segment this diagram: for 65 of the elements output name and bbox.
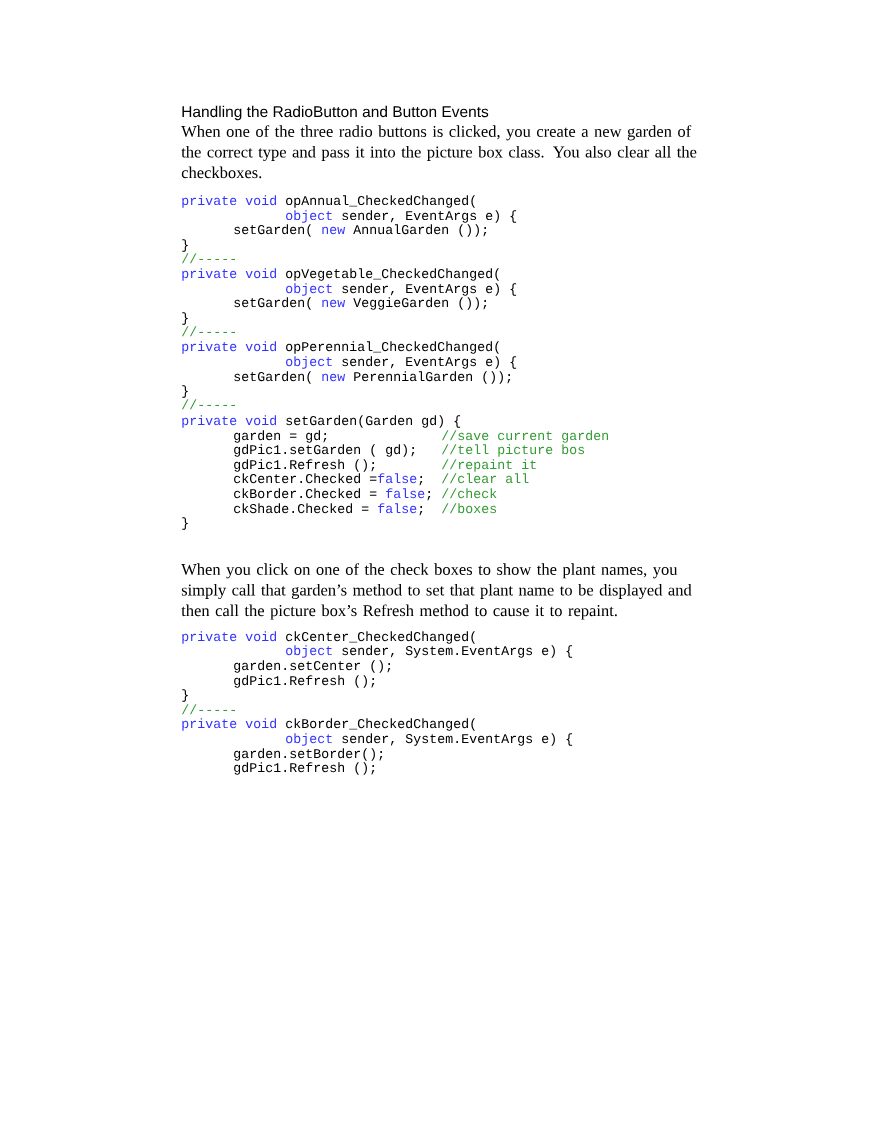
code-fragment: gdPic1.Refresh ();: [234, 762, 375, 775]
code-fragment: opVegetable_CheckedChanged(: [286, 268, 499, 281]
code-fragment: //repaint it: [441, 459, 536, 472]
code-fragment: //-----: [181, 253, 235, 264]
code-fragment: ;: [419, 505, 423, 516]
body-text: When one of the three radio buttons is clicked, you create a new garden of the correct type and pass it into the picture box class. You also clear all the checkboxes.: [181, 125, 697, 179]
code-fragment: //check: [441, 488, 497, 499]
code-fragment: //-----: [181, 704, 235, 715]
code-fragment: }: [182, 312, 188, 325]
code-fragment: ckShade.Checked =: [234, 503, 369, 514]
code-fragment: //-----: [181, 326, 235, 337]
code-fragment: sender, EventArgs e) {: [342, 210, 517, 223]
code-fragment: new: [322, 299, 346, 308]
code-fragment: garden.setBorder();: [234, 748, 383, 761]
code-fragment: ;: [427, 490, 431, 501]
code-fragment: ckCenter_CheckedChanged(: [286, 631, 475, 644]
code-fragment: private void: [182, 631, 276, 644]
code-fragment: object: [286, 283, 332, 296]
code-fragment: setGarden(: [234, 297, 311, 310]
code-fragment: //boxes: [441, 503, 497, 514]
code-fragment: new: [322, 373, 346, 382]
code-fragment: gdPic1.Refresh ();: [234, 675, 375, 688]
code-fragment: PerennialGarden ());: [354, 371, 511, 384]
code-fragment: private void: [182, 415, 276, 428]
code-fragment: object: [286, 356, 332, 369]
code-fragment: setGarden(: [234, 371, 311, 384]
code-fragment: object: [286, 733, 332, 746]
code-fragment: }: [182, 689, 188, 702]
code-fragment: private void: [182, 718, 276, 731]
code-fragment: }: [182, 517, 188, 530]
code-fragment: private void: [182, 341, 276, 354]
code-fragment: }: [182, 239, 188, 252]
code-fragment: opAnnual_CheckedChanged(: [286, 195, 475, 208]
code-fragment: }: [182, 385, 188, 398]
code-fragment: setGarden(: [234, 224, 311, 237]
section-heading: Handling the RadioButton and Button Events: [182, 105, 489, 121]
code-fragment: new: [322, 226, 346, 235]
code-fragment: ckBorder.Checked =: [234, 488, 377, 499]
code-fragment: private void: [182, 195, 276, 208]
code-fragment: false: [386, 488, 425, 499]
code-fragment: gdPic1.setGarden ( gd);: [234, 444, 415, 457]
code-fragment: ckBorder_CheckedChanged(: [286, 718, 475, 731]
code-fragment: false: [378, 473, 417, 484]
code-fragment: sender, EventArgs e) {: [342, 356, 517, 369]
code-fragment: opPerennial_CheckedChanged(: [286, 341, 499, 354]
code-fragment: gdPic1.Refresh ();: [234, 459, 375, 472]
code-fragment: object: [286, 645, 332, 658]
code-fragment: garden.setCenter ();: [234, 660, 391, 673]
code-fragment: //save current garden: [441, 430, 608, 443]
body-text: When you click on one of the check boxes to show the plant names, you simply call that garden’s method to set that plant name to be displayed and then call the picture box’s Refresh method to cause it to repaint.: [181, 563, 692, 620]
code-fragment: private void: [182, 268, 276, 281]
code-fragment: VeggieGarden ());: [353, 297, 487, 310]
code-fragment: setGarden(Garden gd) {: [286, 415, 461, 428]
code-fragment: ;: [419, 475, 423, 486]
code-fragment: //-----: [181, 399, 235, 410]
code-fragment: sender, System.EventArgs e) {: [342, 645, 573, 658]
code-fragment: AnnualGarden ());: [353, 224, 487, 237]
code-fragment: //clear all: [441, 473, 529, 484]
code-fragment: object: [286, 210, 332, 223]
code-fragment: ckCenter.Checked =: [234, 473, 377, 484]
code-fragment: //tell picture bos: [441, 444, 585, 457]
code-fragment: sender, System.EventArgs e) {: [342, 733, 573, 746]
code-fragment: false: [378, 503, 417, 514]
code-fragment: sender, EventArgs e) {: [342, 283, 517, 296]
code-fragment: garden = gd;: [234, 430, 327, 443]
